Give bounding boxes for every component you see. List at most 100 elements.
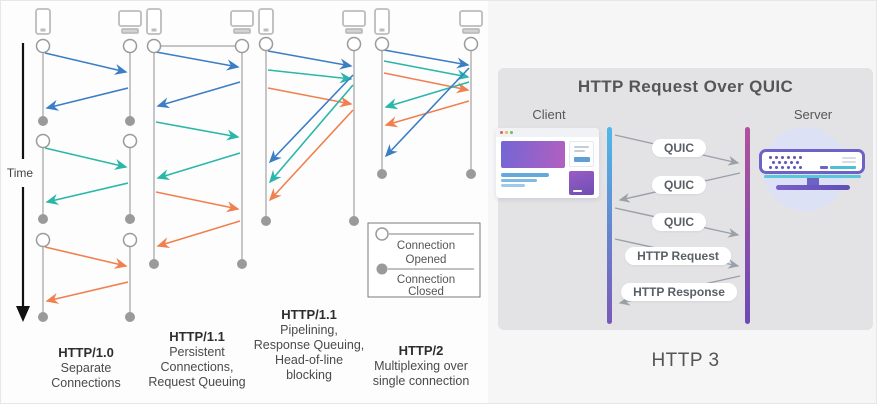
connection-closed-node [149,259,159,269]
column-caption-http2: HTTP/2 Multiplexing over single connecti… [357,343,485,389]
server-led [784,161,787,164]
browser-text-line [501,179,537,182]
request-arrow [383,60,470,81]
server-led [790,161,793,164]
message-pill: QUIC [652,176,706,194]
response-arrow [384,81,470,110]
column-subtitle-line: Response Queuing, [253,338,365,352]
browser-maximize-dot [510,131,513,134]
device-icons [35,8,483,35]
time-label: Time [7,166,34,180]
legend-label: Closed [408,286,444,298]
connection-opened-node [35,232,51,248]
connection-closed-node [349,216,359,226]
connection-nodes [146,38,250,269]
request-arrow [155,191,240,213]
connection-closed-node [261,216,271,226]
client-lifeline [607,127,612,324]
smartphone-icon [258,8,274,35]
response-arrow [384,67,470,158]
request-arrow [155,121,240,141]
connection-opened-node [35,133,51,149]
request-arrow [267,69,353,84]
server-led [787,156,790,159]
server-led [775,166,778,169]
monitor-icon [459,10,483,34]
connection-closed-node [125,214,135,224]
column-subtitle-line: Separate [60,361,112,375]
server-led [778,161,781,164]
response-arrow [45,281,129,304]
lifelines [42,46,131,317]
column-subtitle-line: single connection [372,374,470,388]
response-arrow [156,220,241,249]
legend: Connection Opened Connection Closed [367,222,481,298]
connection-opened-node [122,38,138,54]
message-pill: QUIC [652,139,706,157]
quic-panel-title: HTTP Request Over QUIC [577,77,794,96]
server-stand-base [776,185,850,190]
column-subtitle-line: Connections [51,376,121,390]
column-subtitle-line: Multiplexing over [374,359,468,373]
column-subtitle-line: Request Queuing [148,375,246,389]
server-led [799,166,802,169]
request-arrow [267,50,353,70]
legend-open-circle [375,227,389,241]
smartphone-icon [146,8,162,35]
connection-opened-node [146,38,162,54]
connection-closed-node [38,116,48,126]
connection-opened-node [35,38,51,54]
smartphone-icon [374,8,390,35]
legend-label: Connection [397,274,455,286]
column-http2 [374,36,479,179]
column-subtitle-line: Persistent [169,345,225,359]
server-led [793,166,796,169]
http3-caption: HTTP 3 [651,350,720,371]
card-button [574,157,590,162]
column-caption-http10: HTTP/1.0 Separate Connections [26,345,146,391]
message-pill: HTTP Request [625,247,731,265]
connection-opened-node [122,133,138,149]
time-axis: Time [7,43,34,322]
server-accent-line [820,166,828,169]
column-title: HTTP/2 [398,343,444,358]
connection-nodes [35,38,138,322]
connection-opened-node [234,38,250,54]
server-led [772,161,775,164]
response-arrow [45,182,129,205]
connection-opened-node [463,36,479,52]
server-base-strip [764,175,861,178]
column-title: HTTP/1.0 [58,345,114,360]
response-arrow [268,109,354,202]
browser-titlebar [496,128,599,137]
browser-hero-banner [501,141,565,168]
request-arrow [44,147,128,170]
column-http11-pipelining [258,36,362,226]
server-cyan-line [830,166,856,169]
server-vent-line [842,161,856,163]
card-text-line [574,150,585,152]
connection-closed-node [377,169,387,179]
column-subtitle-line: Head-of-line [274,353,344,367]
column-http11-persistent [146,38,250,269]
smartphone-icon [35,8,51,35]
server-led [781,166,784,169]
message-pill: QUIC [652,213,706,231]
column-subtitle-line: Connections, [160,360,234,374]
connection-closed-node [38,214,48,224]
card-text-line [573,190,582,192]
connection-nodes [258,36,362,226]
http-comparison-diagram: Time [7,8,483,322]
request-arrow [155,51,240,71]
connection-closed-node [466,169,476,179]
response-arrow [45,87,129,111]
browser-text-line [501,173,549,177]
request-arrow [44,52,128,75]
monitor-icon [230,10,254,34]
connection-opened-node [374,36,390,52]
column-caption-http11-persistent: HTTP/1.1 Persistent Connections, Request… [137,329,257,390]
connection-closed-node [125,312,135,322]
lifelines [153,45,243,264]
connection-closed-node [237,259,247,269]
server-led [775,156,778,159]
